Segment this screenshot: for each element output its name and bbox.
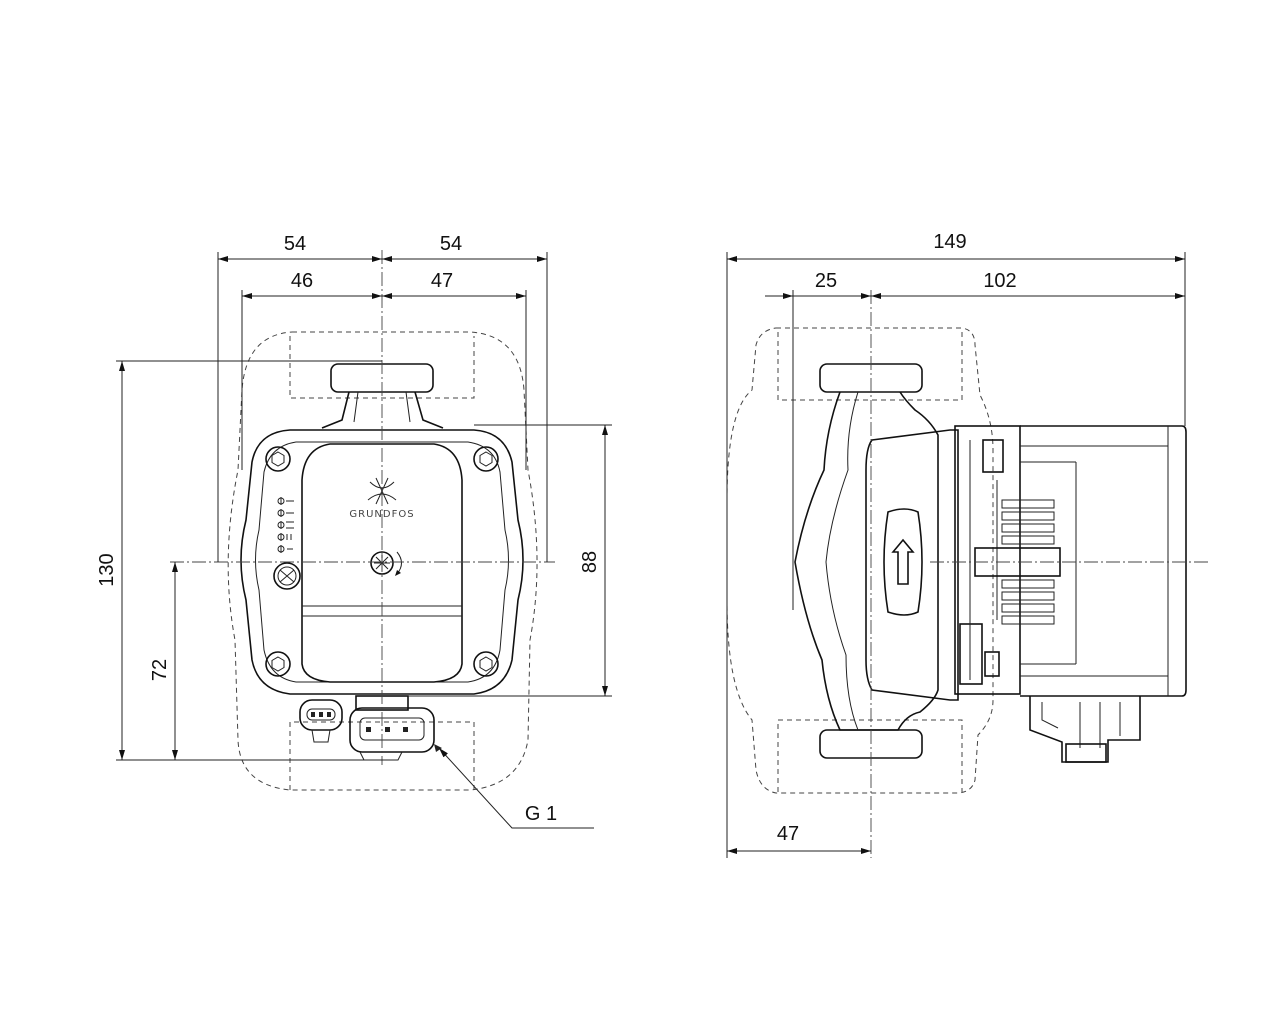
dim-right-inner: 47: [431, 270, 453, 292]
thread-label: G 1: [525, 803, 557, 825]
front-housing-inner: [255, 441, 509, 683]
side-pump-housing-inner: [825, 391, 859, 731]
front-screw-top-left: [265, 446, 291, 472]
rotor-center-screw-icon: [370, 551, 402, 576]
front-top-neck: [321, 391, 444, 429]
brand-name: GRUNDFOS: [349, 509, 414, 520]
front-control-box-face: [301, 443, 463, 683]
side-adapter-arrow-window: [883, 508, 923, 616]
side-control-box-upper: [982, 439, 1004, 473]
side-control-box-lower: [959, 623, 983, 685]
side-control-box-lower-2: [984, 651, 1000, 677]
side-pump-housing: [794, 391, 939, 731]
power-connector-icon: [349, 707, 442, 761]
side-clearance-envelope: [726, 327, 994, 794]
dim-height-body: 88: [579, 551, 601, 573]
dim-height-center: 72: [149, 659, 171, 681]
dim-left-inner: 46: [291, 270, 313, 292]
dim-left-outer: 54: [284, 233, 306, 255]
side-motor-can-recess: [1020, 461, 1076, 665]
dim-total-length: 149: [933, 231, 966, 253]
dim-height-total: 130: [96, 553, 118, 586]
front-screw-bottom-right: [473, 651, 499, 677]
dim-center-to-left: 47: [777, 823, 799, 845]
side-view: 149 25 102 47: [726, 231, 1210, 858]
dim-motor-length: 102: [983, 270, 1016, 292]
thread-leader-line: [438, 747, 594, 829]
side-connector-icon: [1029, 696, 1141, 763]
front-housing-body: [240, 429, 524, 695]
side-inlet-dashed-outline: [777, 332, 963, 401]
signal-connector-icon: [299, 699, 343, 743]
front-screw-top-right: [473, 446, 499, 472]
front-inlet-dashed-outline: [289, 336, 475, 399]
side-stator-flange: [954, 425, 1021, 695]
front-top-neck-inner: [353, 391, 411, 423]
side-motor-adapter: [865, 429, 959, 701]
side-outlet-dashed-outline: [777, 719, 963, 792]
dim-offset-left: 25: [815, 270, 837, 292]
front-view: GRUNDFOS: [96, 233, 612, 829]
dim-right-outer: 54: [440, 233, 462, 255]
mode-select-button-icon: [273, 562, 301, 590]
front-screw-bottom-left: [265, 651, 291, 677]
mode-indicator-leds: [277, 497, 294, 553]
flow-direction-arrow-icon: [891, 538, 915, 585]
front-clearance-envelope: [227, 331, 538, 791]
side-motor-can: [1020, 425, 1187, 697]
